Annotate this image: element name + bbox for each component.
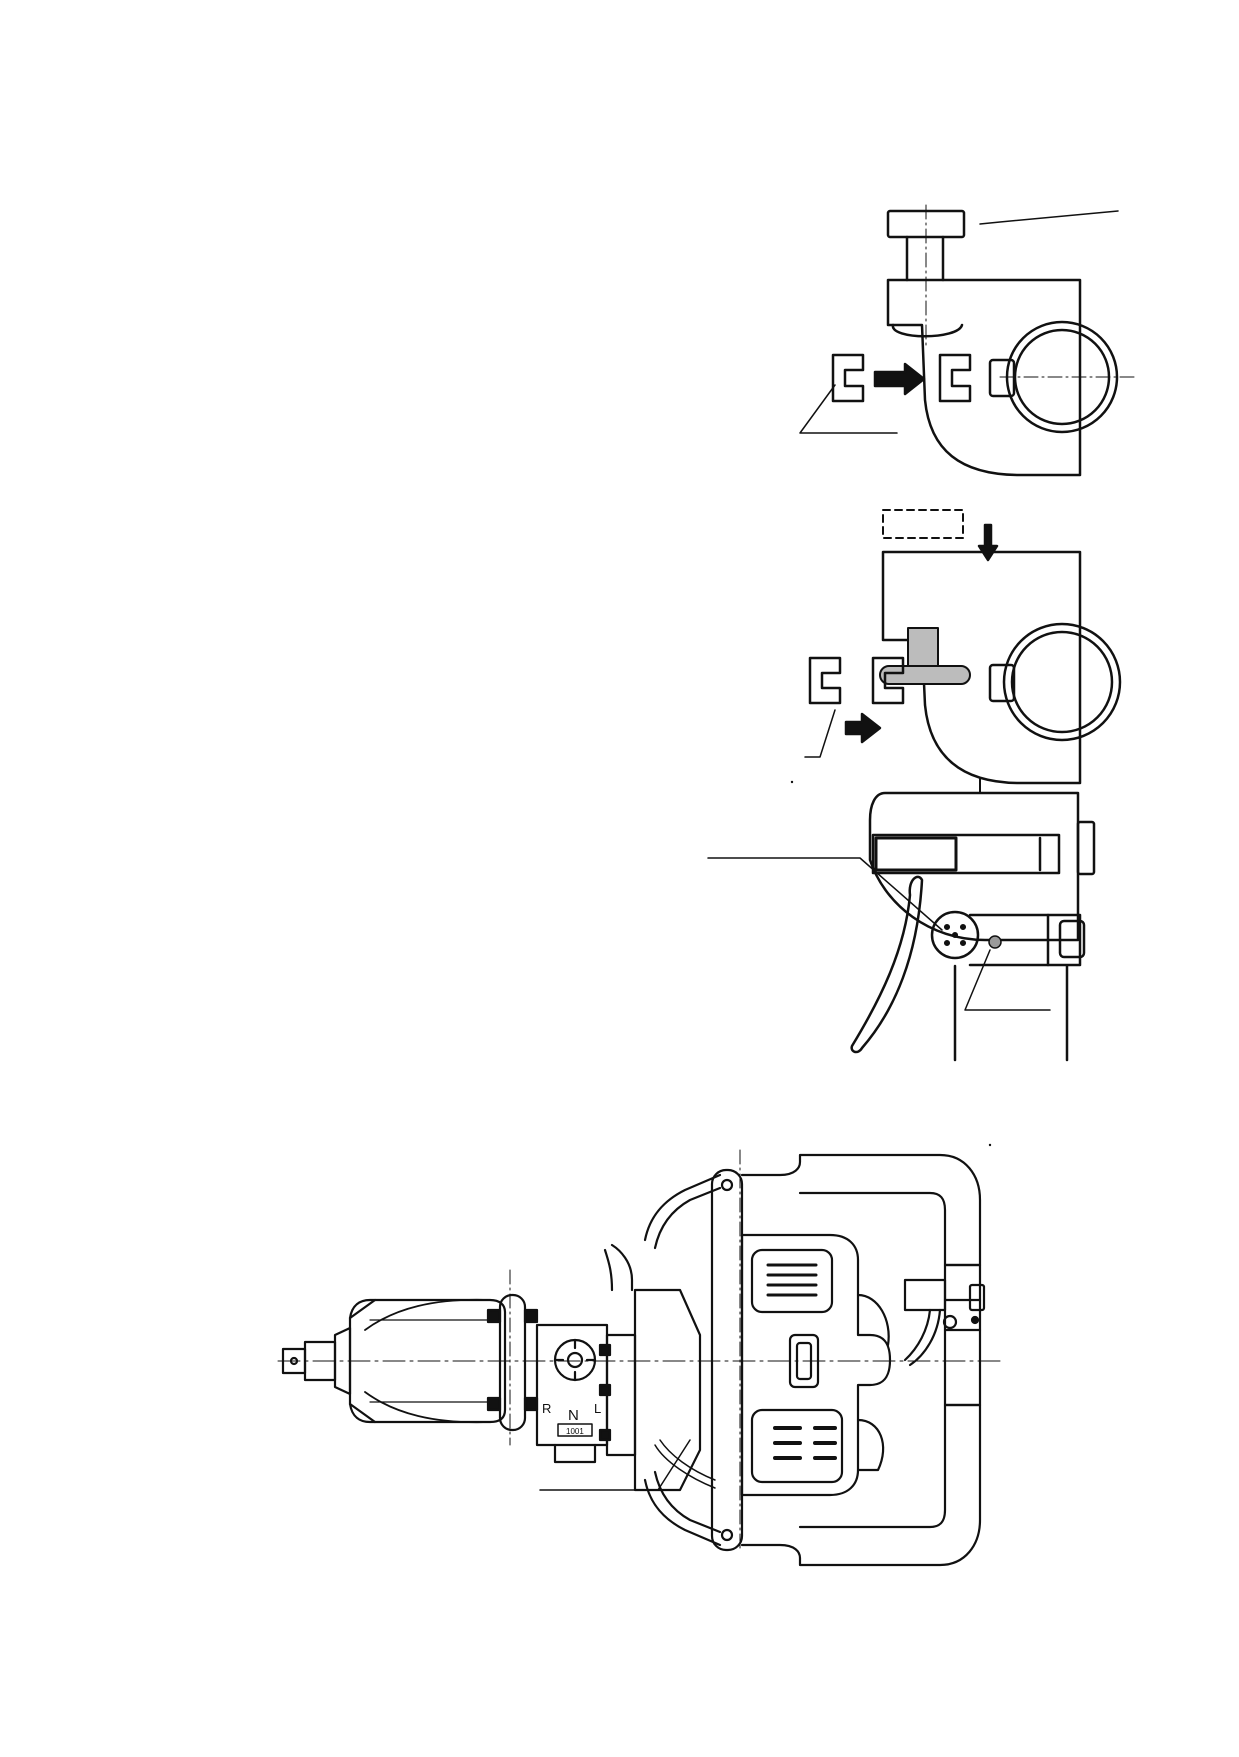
pivot-leader xyxy=(707,857,943,931)
rating-plate-label: 1001 xyxy=(566,1427,584,1436)
hammer-case xyxy=(348,1298,507,1424)
throttle-housing xyxy=(868,791,1080,942)
impact-wrench-top-view: R N L 1001 xyxy=(277,1143,1001,1567)
c-piece-leader xyxy=(799,384,898,434)
tube-ring-outer-2 xyxy=(1002,622,1122,742)
pressure-pad-locked xyxy=(879,665,971,685)
clamp-body-locked xyxy=(881,550,1082,785)
frame-lower xyxy=(643,1478,722,1547)
pivot-disc xyxy=(930,910,980,960)
c-piece xyxy=(831,353,865,403)
pin-leader xyxy=(964,949,1051,1011)
c-slot-2 xyxy=(871,656,905,705)
frame-crossbar xyxy=(710,1168,744,1552)
handle-lower xyxy=(740,1403,982,1567)
selector-letter-r: R xyxy=(542,1401,551,1416)
cable-leader xyxy=(539,1439,691,1491)
engine-cover xyxy=(750,1248,834,1314)
grip-clamp xyxy=(903,1278,947,1312)
c-piece-leader-2 xyxy=(804,709,836,758)
recoil-starter xyxy=(750,1408,844,1484)
engine xyxy=(740,1233,892,1497)
tighten-arrow xyxy=(977,523,999,562)
knob-leader xyxy=(979,210,1119,225)
throttle-lever xyxy=(850,875,924,1054)
tube-ring-inner-2 xyxy=(1010,630,1114,734)
rating-plate xyxy=(557,1423,593,1437)
throttle-trigger xyxy=(903,1308,932,1362)
c-piece-2 xyxy=(808,656,842,705)
knob-ghost xyxy=(882,509,964,539)
insert-arrow xyxy=(873,362,926,396)
handle-upper xyxy=(740,1153,982,1267)
front-flange xyxy=(498,1293,527,1432)
throttle-figure xyxy=(707,778,1096,1062)
clamp-body xyxy=(886,278,1082,477)
selector-letter-l: L xyxy=(594,1401,601,1416)
clamp-figure-open xyxy=(799,204,1139,477)
frame-upper xyxy=(643,1173,722,1242)
lock-pin xyxy=(988,935,1002,949)
pressure-pad xyxy=(891,323,964,338)
selector-letter-n: N xyxy=(568,1407,579,1424)
clamp-figure-locked xyxy=(804,509,1122,785)
c-slot xyxy=(938,353,972,403)
insert-arrow-2 xyxy=(844,712,882,744)
